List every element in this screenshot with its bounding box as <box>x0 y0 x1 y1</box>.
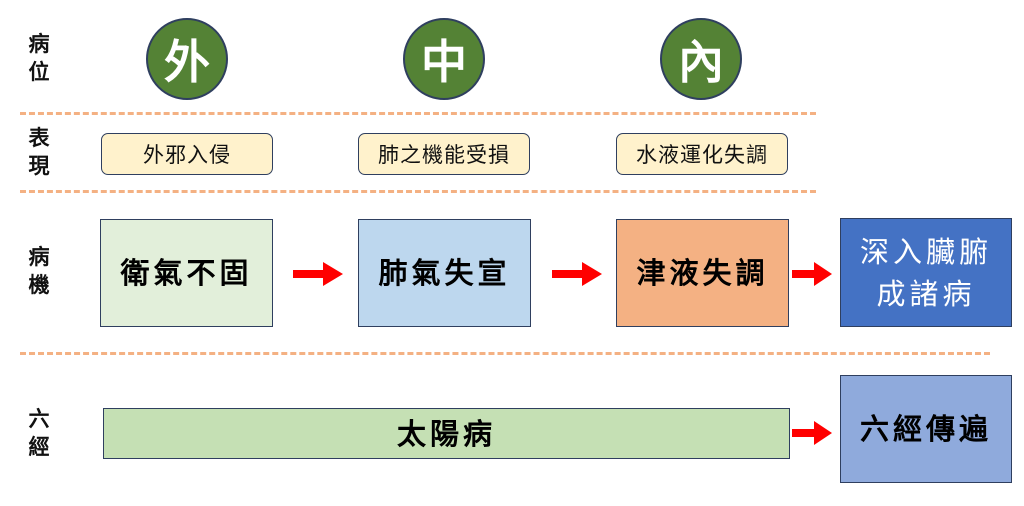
mechanism-box-1: 衛氣不固 <box>100 219 273 327</box>
mechanism-box-4-line2: 成諸病 <box>876 276 976 311</box>
row-label-six-channels: 六 經 <box>22 405 56 461</box>
row-label-mechanism-line2: 機 <box>28 273 50 297</box>
six-channel-bar-taiyang-text: 太陽病 <box>396 416 496 451</box>
arrow-right-icon <box>552 262 602 286</box>
row-label-mechanism: 病 機 <box>22 243 56 299</box>
position-circle-inner: 內 <box>660 18 742 100</box>
position-circle-middle: 中 <box>403 18 485 100</box>
arrow-right-icon <box>792 421 832 445</box>
row-label-six-channels-line2: 經 <box>28 435 50 459</box>
row-label-six-channels-line1: 六 <box>28 407 50 431</box>
row-label-mechanism-line1: 病 <box>28 245 50 269</box>
divider-dashed <box>20 190 816 193</box>
row-label-position-line1: 病 <box>28 32 50 56</box>
manifestation-pill-2-text: 肺之機能受損 <box>378 143 510 167</box>
row-label-manifestation: 表 現 <box>22 124 56 180</box>
mechanism-box-3-text: 津液失調 <box>636 256 769 290</box>
six-channel-box-spread-text: 六經傳遍 <box>859 412 992 446</box>
mechanism-box-2: 肺氣失宣 <box>358 219 531 327</box>
mechanism-box-2-text: 肺氣失宣 <box>378 256 511 290</box>
manifestation-pill-3: 水液運化失調 <box>616 133 788 175</box>
position-circle-outer: 外 <box>146 18 228 100</box>
manifestation-pill-1: 外邪入侵 <box>101 133 273 175</box>
mechanism-box-4: 深入臟腑 成諸病 <box>840 218 1012 327</box>
mechanism-box-3: 津液失調 <box>616 219 789 327</box>
row-label-position: 病 位 <box>22 30 56 86</box>
manifestation-pill-1-text: 外邪入侵 <box>143 143 231 167</box>
position-circle-outer-text: 外 <box>164 35 210 89</box>
row-label-manifestation-line1: 表 <box>28 126 50 150</box>
mechanism-box-4-line1: 深入臟腑 <box>859 234 992 269</box>
six-channel-bar-taiyang: 太陽病 <box>103 408 790 459</box>
arrow-right-icon <box>792 262 832 286</box>
row-label-manifestation-line2: 現 <box>28 154 50 178</box>
mechanism-box-1-text: 衛氣不固 <box>120 256 253 290</box>
manifestation-pill-3-text: 水液運化失調 <box>636 143 768 167</box>
manifestation-pill-2: 肺之機能受損 <box>358 133 530 175</box>
six-channel-box-spread: 六經傳遍 <box>840 375 1012 483</box>
divider-dashed <box>20 352 990 355</box>
divider-dashed <box>20 112 816 115</box>
position-circle-middle-text: 中 <box>421 35 467 89</box>
row-label-position-line2: 位 <box>28 60 50 84</box>
position-circle-inner-text: 內 <box>678 35 724 89</box>
arrow-right-icon <box>293 262 343 286</box>
